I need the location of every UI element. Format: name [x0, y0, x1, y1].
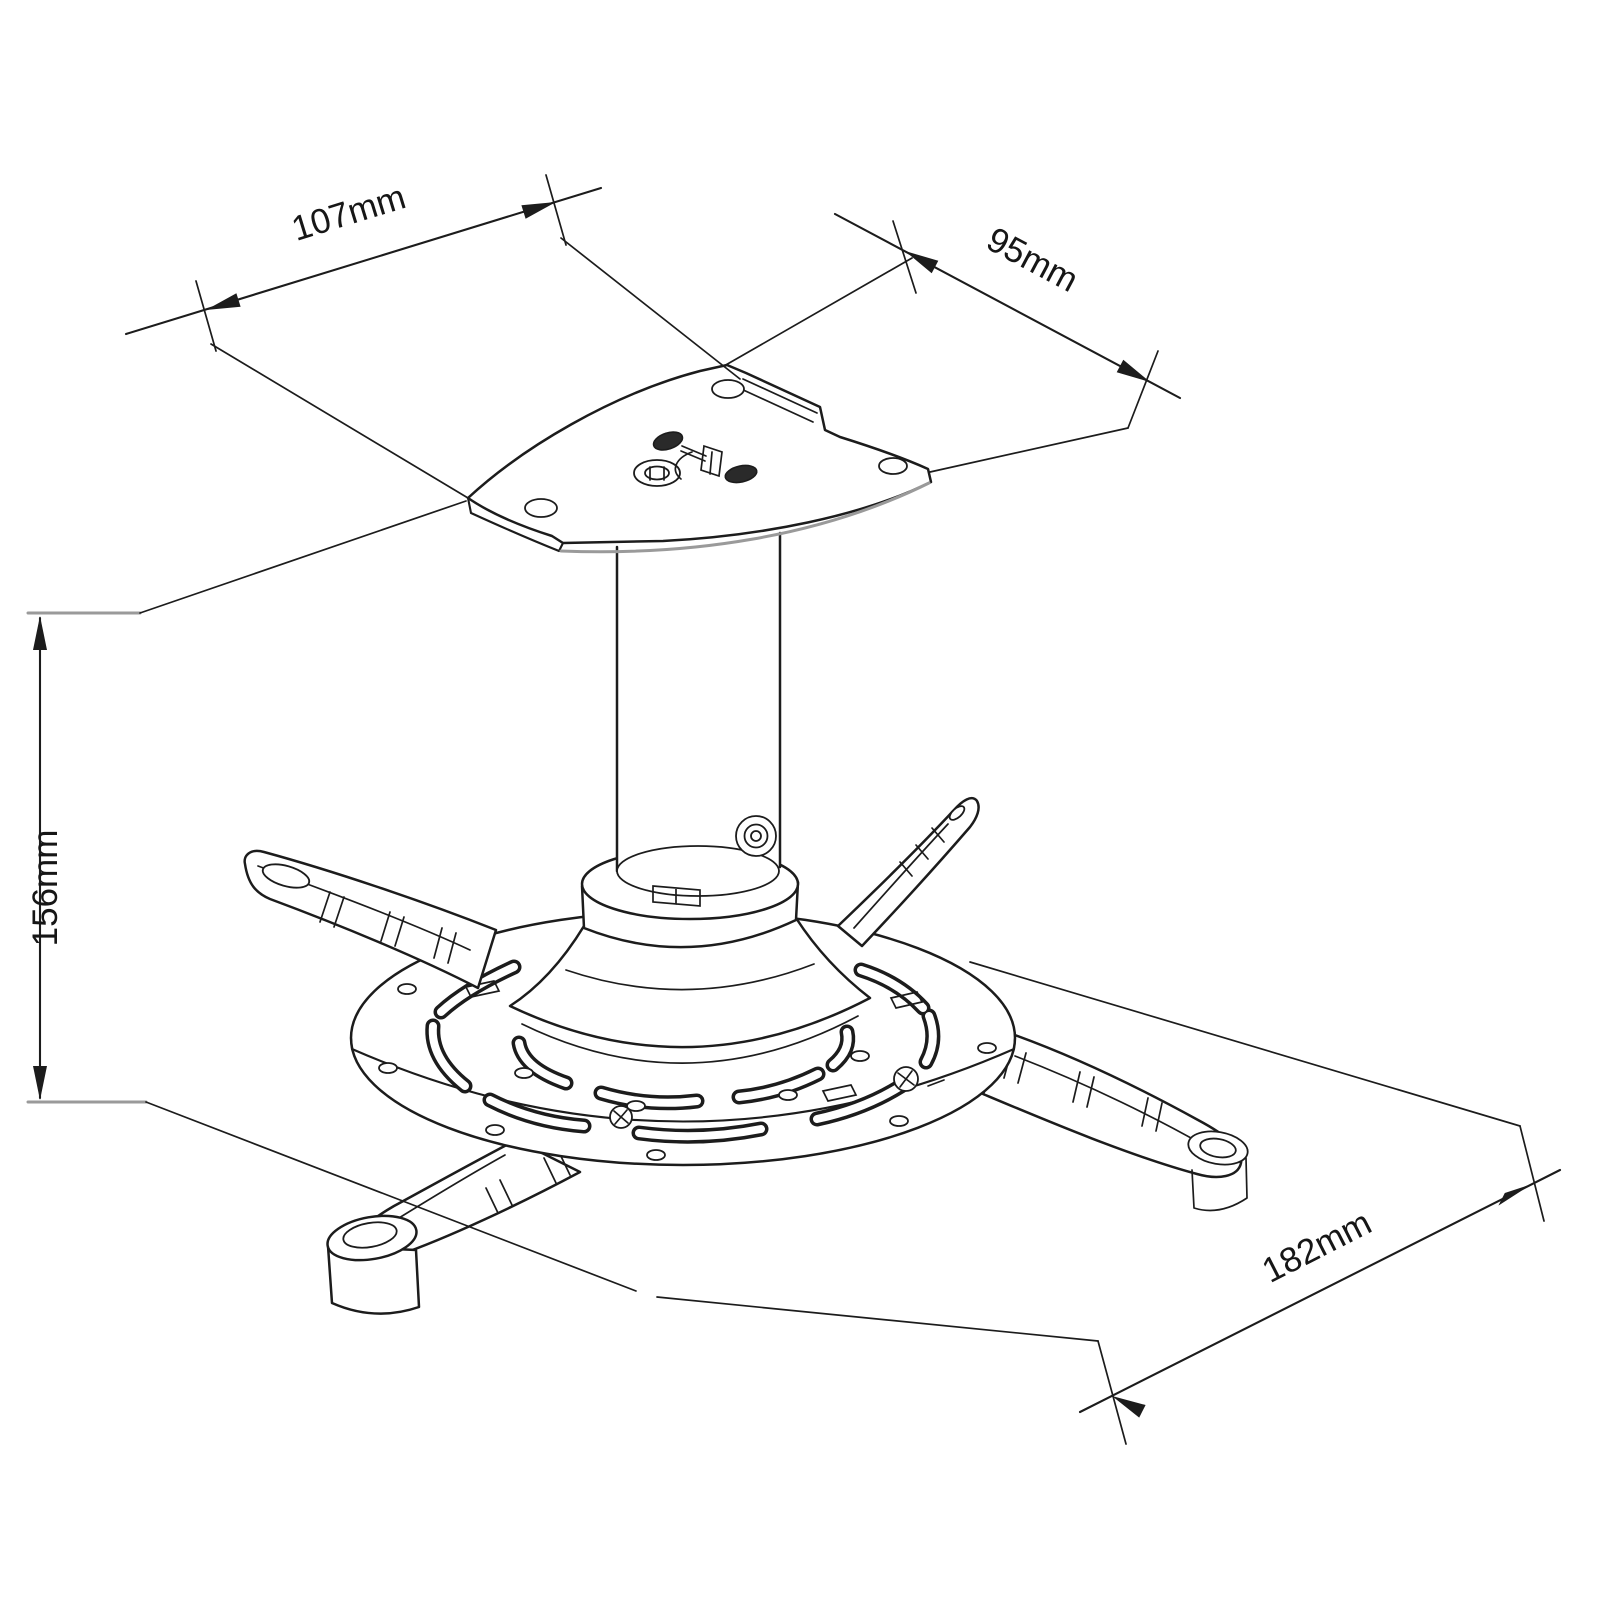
base-rect-slots: [464, 980, 924, 1102]
dimension-label-156mm: 156mm: [26, 830, 65, 947]
ball-joint-bell: [508, 916, 872, 1064]
arm-fold-line: [853, 823, 949, 929]
pole-cap-notch: [652, 885, 701, 907]
dimension-label-107mm: 107mm: [287, 177, 410, 248]
dimension-ticks: [195, 174, 567, 352]
ceiling-plate: [466, 363, 933, 554]
bell-rim-thickness: [521, 1015, 859, 1064]
dim-arrowhead: [1112, 1396, 1146, 1418]
arm-upper-right: [836, 796, 980, 948]
dimension-line: [124, 186, 603, 336]
mounting-pole: [615, 531, 782, 907]
dim-arrowhead: [33, 1066, 47, 1100]
dim-arrowhead: [1498, 1184, 1532, 1206]
extension-lines: [139, 500, 637, 1292]
dim-arrowhead: [1116, 359, 1150, 382]
extension-lines: [723, 257, 1129, 473]
arm-foot-cylinder: [326, 1244, 421, 1315]
bell-contour: [565, 963, 815, 991]
plate-tab-slot: [738, 378, 818, 423]
arm-fold-line: [1014, 1055, 1208, 1148]
plate-thickness: [466, 496, 565, 553]
dimension-ticks: [892, 220, 1159, 429]
plate-keyhole-slot: [633, 459, 681, 487]
dim-arrowhead: [206, 293, 241, 310]
arm-tip-hole-inner: [1199, 1137, 1237, 1159]
arm-lower-left: [326, 1138, 582, 1315]
arm-tip-slot: [948, 805, 966, 821]
arm-slots: [899, 827, 945, 877]
plate-bottom-lip: [559, 481, 931, 554]
arm-upper-left: [243, 849, 498, 990]
extension-lines: [210, 237, 741, 499]
dim-arrowhead: [33, 616, 47, 650]
plate-screw-detail: [652, 431, 758, 484]
base-screw-holes: [378, 983, 997, 1161]
extension-lines: [656, 961, 1521, 1342]
dim-arrowhead: [905, 251, 939, 274]
arm-slots: [485, 1149, 571, 1214]
arm-slots: [319, 891, 457, 964]
plate-hole-right: [878, 457, 908, 475]
set-screw-knob: [735, 815, 777, 857]
plate-hole-left: [524, 498, 558, 518]
arm-tip-hole: [261, 863, 311, 889]
pole-end-cap: [616, 845, 780, 897]
plate-hole-top: [711, 379, 745, 399]
dimension-ticks: [26, 611, 148, 1104]
arm-lower-right: [981, 1032, 1249, 1212]
arm-tip-boss: [1191, 1157, 1248, 1212]
dimension-label-182mm: 182mm: [1256, 1203, 1378, 1291]
dim-arrowhead: [521, 202, 556, 219]
arm-foot-hole: [342, 1221, 398, 1249]
base-disc-thickness: [350, 1047, 1016, 1123]
dimension-overall-height: 156mm: [26, 500, 637, 1292]
dimension-line: [1078, 1168, 1562, 1414]
dimension-ticks: [1097, 1125, 1545, 1445]
dimension-label-95mm: 95mm: [980, 220, 1084, 300]
